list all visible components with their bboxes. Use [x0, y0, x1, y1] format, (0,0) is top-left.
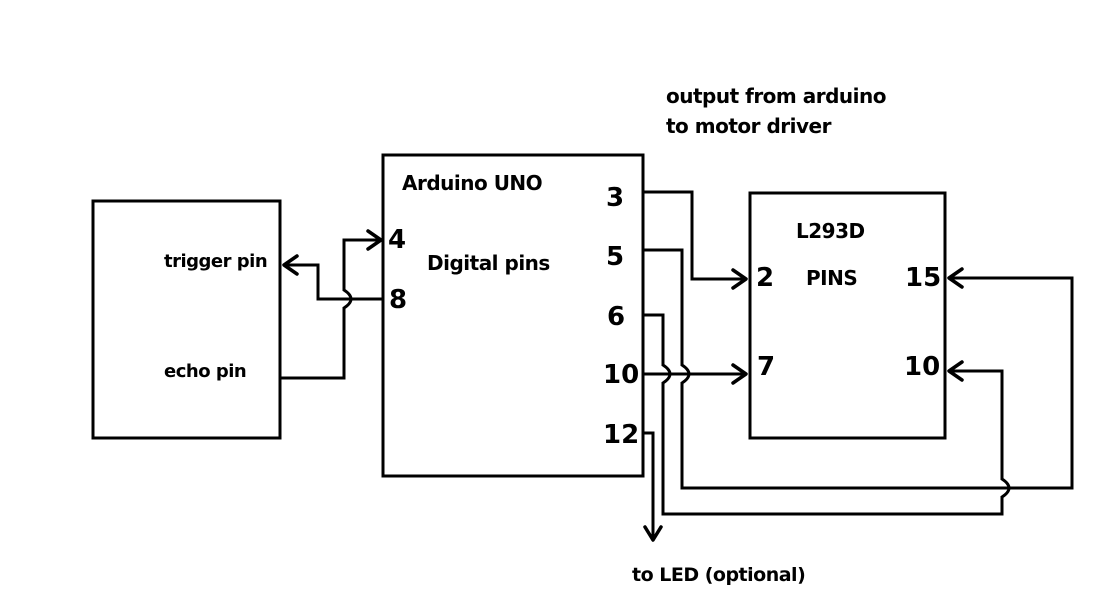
sensor-box: [91, 199, 282, 440]
wire-pin12-to-led: [641, 431, 655, 540]
arduino-pin-3-label: 3: [606, 183, 625, 213]
l293d-pin-10-label: 10: [904, 352, 941, 382]
arduino-pin-4-label: 4: [388, 225, 407, 255]
arduino-pin-10-label: 10: [603, 360, 640, 390]
pin7-arrowhead-right-icon: [731, 363, 748, 385]
led-arrowhead-down-icon: [643, 525, 663, 542]
note-output-from-arduino-line2: to motor driver: [666, 114, 831, 138]
l293d-box: [748, 191, 947, 440]
wire-echo-to-pin4: [278, 238, 381, 380]
l293d-pin-7-label: 7: [757, 352, 776, 382]
pin15-arrowhead-left-icon: [947, 267, 964, 289]
arduino-pin-6-label: 6: [607, 302, 626, 332]
pin10-arrowhead-left-icon: [947, 360, 964, 382]
note-to-led: to LED (optional): [632, 564, 806, 586]
arduino-title: Arduino UNO: [402, 171, 543, 195]
wire-pin5-to-pin15: [641, 248, 1074, 490]
sensor-echo-pin-label: echo pin: [164, 361, 247, 382]
arduino-pin-12-label: 12: [603, 420, 640, 450]
l293d-subtitle: PINS: [806, 266, 858, 290]
l293d-pin-15-label: 15: [905, 263, 942, 293]
wire-pin8-to-trigger: [283, 263, 385, 301]
wire-pin6-to-pin10: [641, 313, 1011, 516]
l293d-title: L293D: [796, 219, 865, 243]
trigger-arrowhead-left-icon: [282, 254, 299, 276]
arduino-subtitle: Digital pins: [427, 251, 550, 275]
note-output-from-arduino-line1: output from arduino: [666, 84, 886, 108]
wire-pin3-to-pin2: [641, 190, 746, 281]
l293d-pin-2-label: 2: [756, 263, 775, 293]
pin2-arrowhead-right-icon: [731, 268, 748, 290]
sensor-trigger-pin-label: trigger pin: [164, 251, 268, 272]
arduino-pin-8-label: 8: [389, 285, 408, 315]
arduino-pin-5-label: 5: [606, 242, 625, 272]
pin4-arrowhead-right-icon: [366, 229, 383, 251]
